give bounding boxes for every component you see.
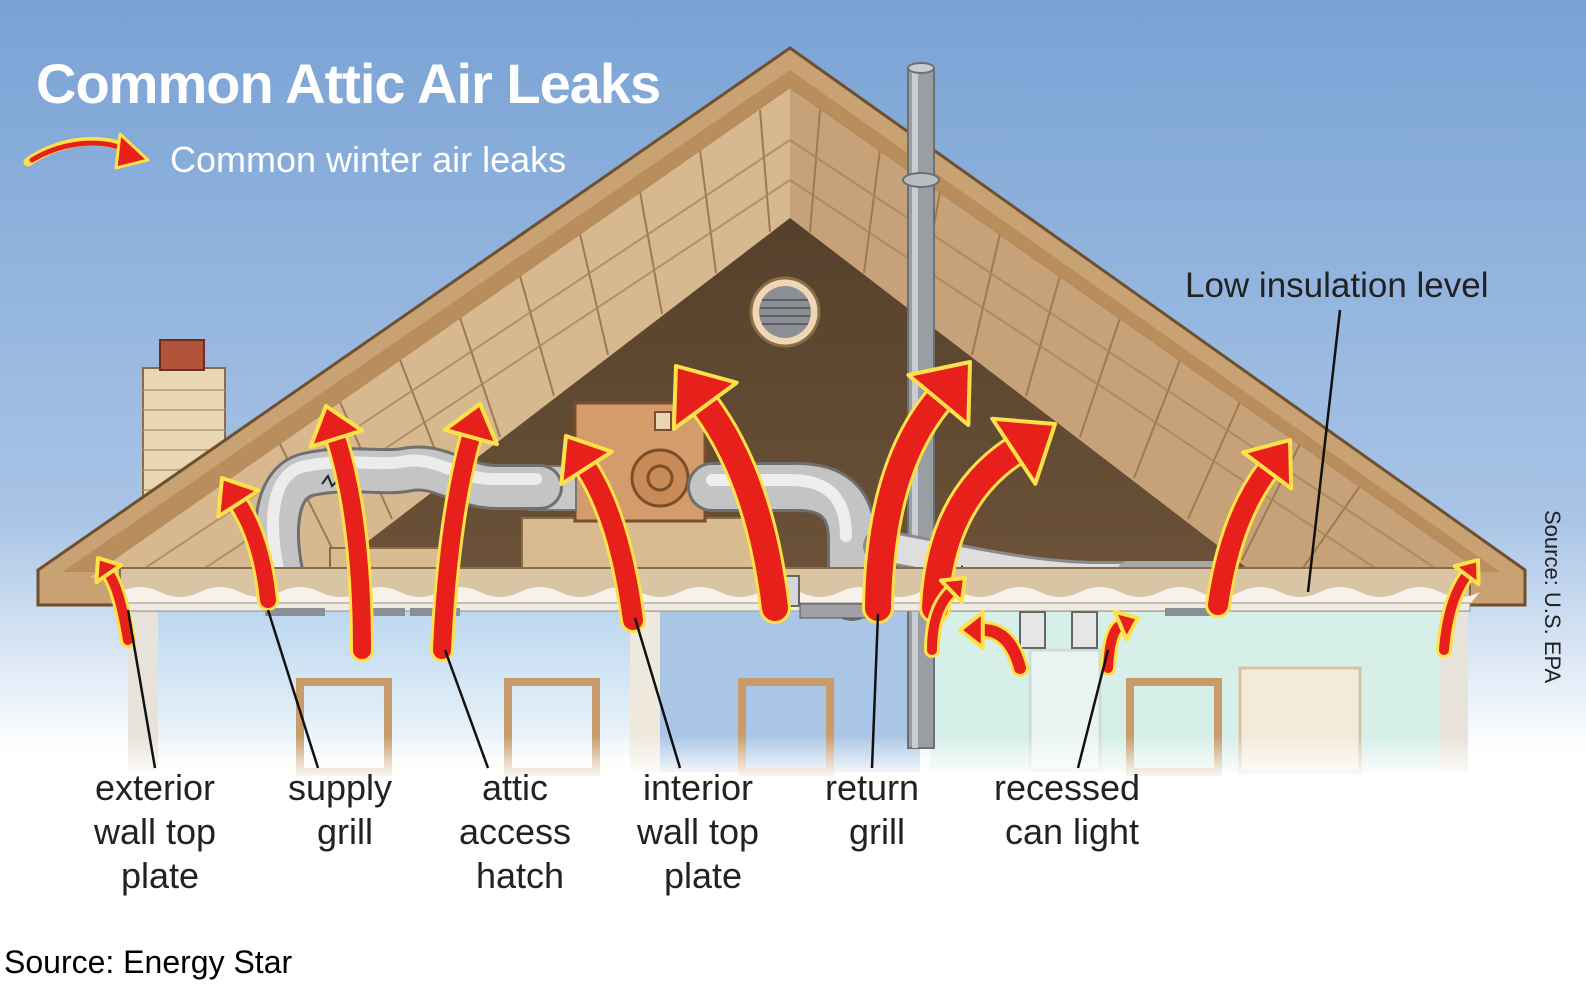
low-insulation-callout: Low insulation level — [1185, 266, 1489, 305]
legend-label: Common winter air leaks — [170, 139, 566, 180]
diagram-title: Common Attic Air Leaks — [36, 52, 660, 115]
attic-air-leaks-diagram: Common Attic Air Leaks Common winter air… — [0, 0, 1586, 940]
image-credit: Source: U.S. EPA — [1540, 510, 1565, 684]
footer-source: Source: Energy Star — [4, 944, 292, 981]
gable-vent — [751, 278, 819, 346]
rooms — [0, 605, 1586, 780]
